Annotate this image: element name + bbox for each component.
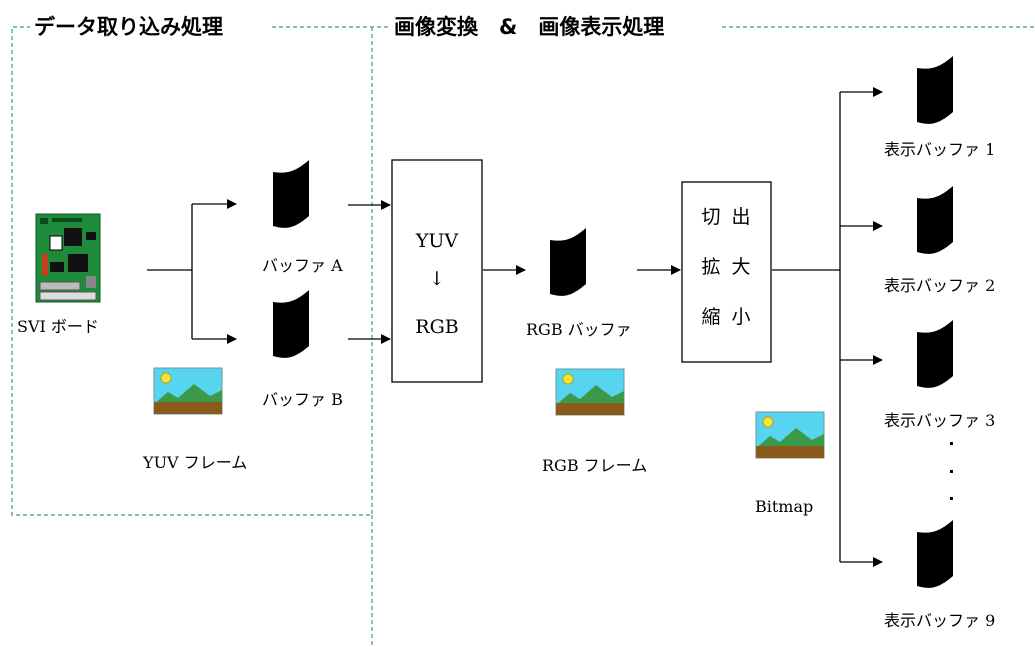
down-arrow-icon: ↓ [429, 268, 445, 290]
buffer-a-shape [273, 160, 309, 228]
process-enlarge-1: 拡 [701, 256, 721, 278]
rgb-buffer-label: RGB バッファ [526, 320, 632, 339]
bitmap-label: Bitmap [755, 497, 814, 516]
display-buffer-9-label: 表示バッファ 9 [884, 611, 996, 630]
display-buffer-1-label: 表示バッファ 1 [884, 140, 996, 159]
landscape-image-icon [755, 411, 825, 459]
capture-section-title: データ取り込み処理 [30, 16, 227, 38]
source-board-label: SVI ボード [17, 317, 99, 336]
circuit-board-icon [35, 213, 101, 303]
display-buffer-3-label: 表示バッファ 3 [884, 411, 996, 430]
landscape-image-icon [153, 367, 223, 415]
ellipsis-dot [950, 470, 953, 473]
display-buffer-2-shape [917, 186, 953, 254]
display-buffer-1-shape [917, 56, 953, 124]
buffer-a-label: バッファ A [262, 256, 343, 275]
yuv-label: YUV [415, 230, 459, 252]
convert-section-title: 画像変換 & 画像表示処理 [390, 16, 669, 38]
buffer-b-shape [273, 290, 309, 358]
process-crop-1: 切 [701, 206, 721, 228]
process-shrink-2: 小 [731, 306, 751, 328]
crop-scale-box [681, 181, 772, 363]
capture-region-border [11, 26, 1035, 647]
ellipsis-dot [950, 497, 953, 500]
display-buffer-2-label: 表示バッファ 2 [884, 276, 996, 295]
yuv-to-rgb-box [391, 159, 483, 383]
display-buffer-3-shape [917, 320, 953, 388]
display-buffer-9-shape [917, 520, 953, 588]
connectors [147, 87, 883, 567]
rgb-buffer-shape [550, 228, 586, 296]
rgb-label: RGB [415, 316, 459, 338]
process-enlarge-2: 大 [731, 256, 751, 278]
yuv-frame-label: YUV フレーム [143, 453, 248, 472]
landscape-image-icon [555, 368, 625, 416]
process-shrink-1: 縮 [701, 306, 721, 328]
buffer-b-label: バッファ B [262, 390, 343, 409]
process-crop-2: 出 [731, 206, 751, 228]
ellipsis-dot [950, 442, 953, 445]
rgb-frame-label: RGB フレーム [542, 456, 648, 475]
